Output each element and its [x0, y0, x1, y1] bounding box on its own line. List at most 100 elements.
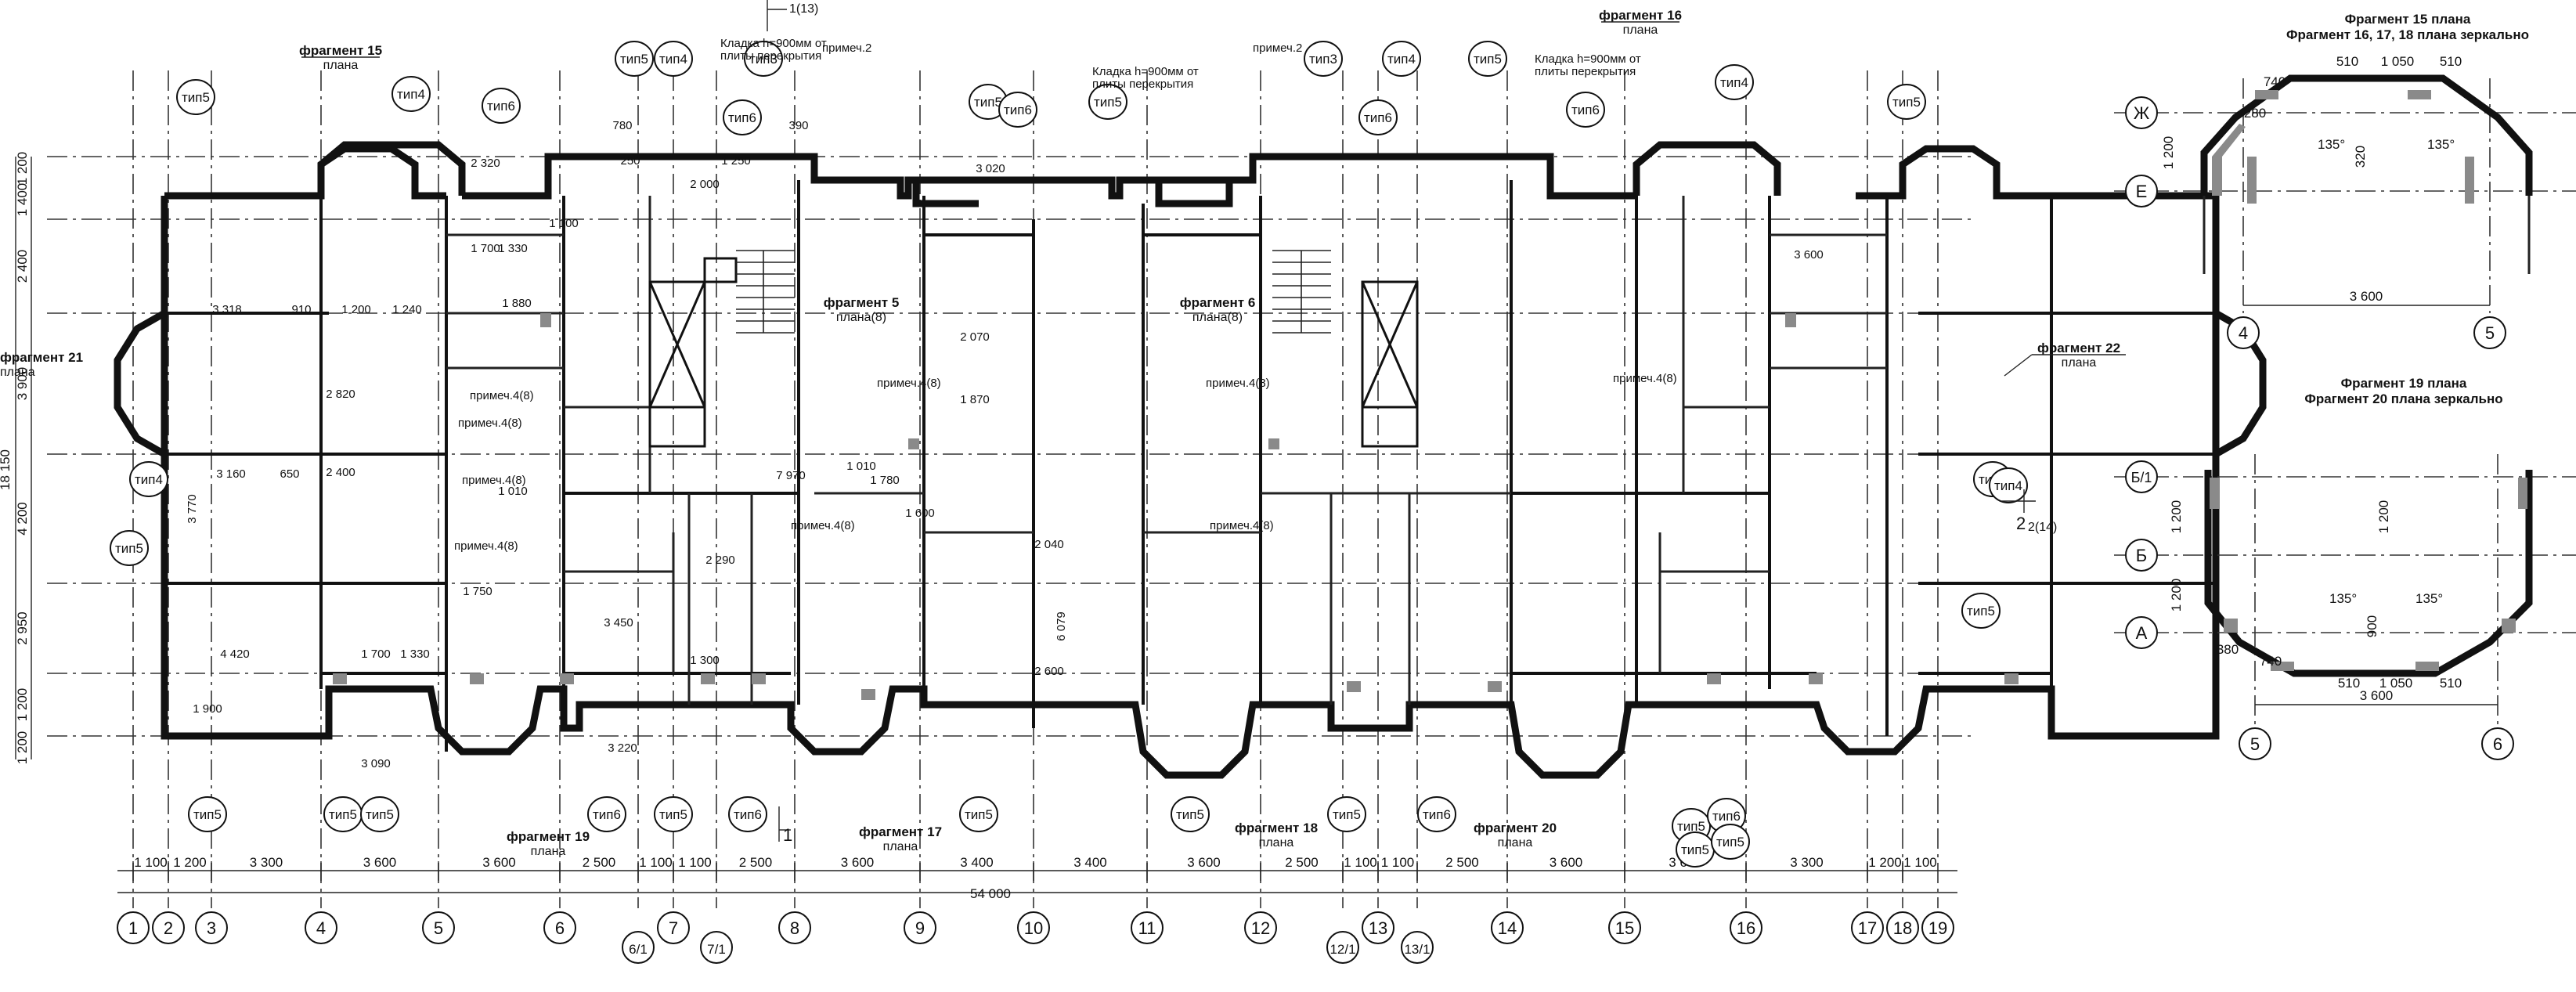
room-dim-r24: 1 700: [361, 648, 391, 661]
fragment-6-sub: плана(8): [1192, 311, 1243, 324]
room-dim-r32: 7 970: [776, 469, 806, 482]
room-dim-r4: 250: [620, 154, 640, 168]
detail-top-angle-2: 135°: [2427, 137, 2455, 152]
axis-bubble-8: 8: [778, 911, 811, 944]
fragment-15-label: фрагмент 15 плана: [299, 43, 382, 72]
room-dim-r16: 2 400: [326, 466, 355, 479]
type-tag-тип4: тип4: [1382, 41, 1421, 77]
room-dim-r25: 1 330: [400, 648, 430, 661]
bottom-dim-label: 1 100: [1344, 855, 1377, 870]
bay-window-left-side: [114, 310, 167, 457]
axis-label: 8: [790, 918, 799, 938]
type-tag-label: тип5: [1333, 807, 1361, 822]
detail-bottom-col-1: 5: [2250, 734, 2260, 754]
axis-bubble-5: 5: [422, 911, 455, 944]
room-dim-r21: 1 750: [463, 585, 492, 598]
bottom-dim-label: 2 500: [583, 855, 616, 870]
axis-label: 3: [207, 918, 216, 938]
axis-label: 1: [128, 918, 138, 938]
left-dim-label: 1 200: [15, 731, 30, 765]
fragment-19-label: фрагмент 19 плана: [507, 829, 590, 858]
type-tag-тип5: тип5: [110, 530, 149, 566]
type-tag-тип6: тип6: [728, 796, 767, 832]
bottom-dim-label: 1 100: [678, 855, 712, 870]
type-tag-тип5: тип5: [1711, 824, 1750, 860]
detail-top-height: 1 200: [2161, 136, 2176, 170]
detail-top-dim-1: 510: [2336, 54, 2358, 69]
note-primech48-6: примеч.4(8): [877, 377, 941, 390]
bottom-dim-label: 1 100: [639, 855, 673, 870]
note-primech2-right: примеч.2: [1253, 41, 1302, 55]
note-primech48-3: примеч.4(8): [462, 474, 526, 487]
detail-bottom-small-2: 900: [2365, 615, 2379, 637]
type-tag-label: тип6: [734, 807, 762, 822]
room-dim-r14: 1 880: [502, 297, 532, 310]
axis-label: 16: [1737, 918, 1755, 938]
masonry-note-1b: плиты перекрытия: [720, 49, 821, 63]
fragment-5-title: фрагмент 5: [824, 295, 900, 310]
axis-bubble-13-1: 13/1: [1401, 931, 1434, 964]
bottom-dim-label: 3 400: [1073, 855, 1107, 870]
detail-bottom-dim-2: 1 050: [2379, 676, 2413, 691]
left-total-dimension: 18 150: [0, 449, 13, 490]
type-tag-label: тип3: [1309, 52, 1337, 67]
type-tag-тип5: тип5: [1676, 831, 1715, 868]
room-dim-r41: 1 600: [905, 507, 935, 520]
wall-top-center-3: [912, 180, 979, 207]
type-tag-label: тип5: [1681, 842, 1709, 857]
detail-fragment-15: Фрагмент 15 плана Фрагмент 16, 17, 18 пл…: [2114, 12, 2576, 349]
bottom-dim-label: 1 100: [1381, 855, 1415, 870]
note-primech48-4: примеч.4(8): [454, 539, 518, 553]
axis-bubble-18: 18: [1886, 911, 1919, 944]
room-dim-r30: 2 070: [960, 330, 990, 344]
bottom-dim-label: 2 500: [1445, 855, 1479, 870]
axis-label: 7: [669, 918, 678, 938]
detail-bottom-row-3: А: [2136, 623, 2148, 643]
bottom-dim-label: 1 200: [1868, 855, 1902, 870]
hatched-wall-pieces: [333, 313, 2019, 700]
note-primech48-5: примеч.4(8): [791, 519, 855, 532]
room-dim-r20: 3 770: [186, 494, 199, 524]
detail-bottom-dim-1: 510: [2338, 676, 2360, 691]
left-dim-label: 1 400: [15, 183, 30, 217]
note-primech48-8: примеч.4(8): [1210, 519, 1274, 532]
room-dim-r15: 2 820: [326, 388, 355, 401]
type-tag-label: тип6: [1364, 110, 1392, 125]
type-tag-тип5: тип5: [360, 796, 399, 832]
detail-bottom-row-2: Б: [2136, 546, 2147, 565]
room-dim-r36: 3 020: [976, 162, 1005, 175]
axis-label: 5: [434, 918, 443, 938]
type-tag-тип4: тип4: [129, 461, 168, 497]
detail-bottom-title-1: Фрагмент 19 плана: [2341, 376, 2467, 391]
type-tag-label: тип5: [659, 807, 687, 822]
detail-top-title-2: Фрагмент 16, 17, 18 плана зеркально: [2286, 27, 2529, 42]
bottom-dim-label: 3 600: [363, 855, 397, 870]
bottom-dim-label: 1 100: [134, 855, 168, 870]
left-dim-label: 2 950: [15, 611, 30, 645]
type-tag-label: тип5: [193, 807, 222, 822]
room-dim-r9: 1 700: [471, 242, 500, 255]
detail-bottom-title-2: Фрагмент 20 плана зеркально: [2304, 391, 2502, 406]
axis-bubble-11: 11: [1131, 911, 1164, 944]
axis-label: 9: [915, 918, 925, 938]
axis-label: 12/1: [1329, 942, 1355, 957]
type-tag-тип3: тип3: [744, 41, 783, 77]
left-dim-label: 2 400: [15, 250, 30, 283]
fragment-15-sub: плана: [323, 59, 359, 72]
detail-bottom-height-2: 1 200: [2169, 579, 2184, 612]
fragment-5-sub: плана(8): [836, 311, 886, 324]
axis-label: 12: [1251, 918, 1270, 938]
type-tag-label: тип5: [1677, 819, 1705, 834]
fragment-17-label: фрагмент 17 плана: [859, 824, 942, 853]
room-dim-r10: 3 318: [212, 303, 242, 316]
type-tag-тип5: тип5: [969, 84, 1008, 120]
note-primech48-9: примеч.4(8): [1613, 372, 1677, 385]
room-dim-r27: 3 220: [608, 741, 637, 755]
room-dim-r2: 780: [612, 119, 632, 132]
room-dim-r1: 2 320: [471, 157, 500, 170]
fragment-19-sub: плана: [531, 845, 566, 858]
bottom-dim-label: 2 500: [739, 855, 773, 870]
